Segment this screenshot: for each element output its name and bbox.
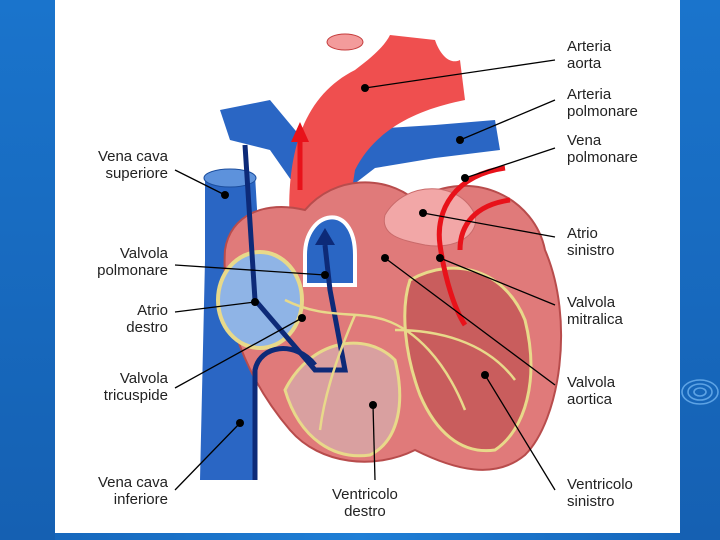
leader-right-atrium: [174, 301, 256, 313]
dot-inferior-vena-cava: [236, 419, 244, 427]
red-flow-arrow-veins-2: [457, 197, 511, 251]
leader-left-ventricle: [484, 374, 556, 491]
leader-tricuspid-valve: [174, 317, 303, 389]
dot-tricuspid-valve: [298, 314, 306, 322]
left-margin-band: [0, 0, 55, 540]
dot-mitral-valve: [436, 254, 444, 262]
blue-flow-arrow: [242, 144, 349, 373]
dot-superior-vena-cava: [221, 191, 229, 199]
leader-pulmonary-valve: [174, 264, 326, 276]
leader-pulmonary-artery: [459, 99, 556, 141]
dot-pulmonary-vein: [461, 174, 469, 182]
left-atrium-chamber: [383, 188, 477, 247]
leader-pulmonary-vein: [464, 147, 556, 179]
right-margin-band: [680, 0, 720, 540]
label-ventricolo-sinistro: Ventricolo sinistro: [567, 476, 633, 510]
pulmonary-valve-shape: [303, 215, 357, 287]
label-valvola-polmonare: Valvola polmonare: [97, 245, 168, 279]
right-atrium-chamber: [216, 250, 304, 350]
diagram-card: Arteria aorta Arteria polmonare Vena pol…: [55, 0, 680, 533]
dot-aortic-valve: [381, 254, 389, 262]
superior-vena-cava-opening: [203, 168, 257, 188]
dot-pulmonary-valve: [321, 271, 329, 279]
conduction-fibers: [284, 298, 516, 431]
leader-aortic-valve: [384, 257, 556, 386]
label-vena-cava-superiore: Vena cava superiore: [97, 148, 168, 182]
leader-inferior-vena-cava: [174, 422, 241, 491]
aorta-top-opening: [326, 33, 364, 51]
dot-pulmonary-artery: [456, 136, 464, 144]
label-vena-polmonare: Vena polmonare: [567, 132, 638, 166]
label-arteria-polmonare: Arteria polmonare: [567, 86, 638, 120]
label-atrio-destro: Atrio destro: [126, 302, 168, 336]
leader-aorta: [364, 59, 556, 89]
leader-left-atrium: [422, 212, 556, 238]
leader-mitral-valve: [439, 257, 556, 306]
label-valvola-tricuspide: Valvola tricuspide: [103, 370, 168, 404]
label-atrio-sinistro: Atrio sinistro: [567, 225, 615, 259]
leader-superior-vena-cava: [174, 169, 226, 196]
heart-diagram: [174, 33, 563, 491]
leader-right-ventricle: [372, 404, 376, 481]
label-valvola-aortica: Valvola aortica: [567, 374, 616, 408]
label-valvola-mitralica: Valvola mitralica: [567, 294, 623, 328]
dot-left-atrium: [419, 209, 427, 217]
label-arteria-aorta: Arteria aorta: [567, 38, 612, 72]
blue-arrowhead: [315, 228, 335, 245]
aorta-vessel: [289, 35, 465, 235]
dot-left-ventricle: [481, 371, 489, 379]
red-flow-arrow-veins: [436, 165, 506, 327]
label-ventricolo-destro: Ventricolo destro: [332, 486, 398, 520]
swirl-icon: [681, 379, 719, 405]
dot-right-ventricle: [369, 401, 377, 409]
label-vena-cava-inferiore: Vena cava inferiore: [97, 474, 168, 508]
blue-flow-lower: [252, 346, 317, 480]
dot-right-atrium: [251, 298, 259, 306]
dot-aorta: [361, 84, 369, 92]
red-arrowhead-aorta: [291, 122, 309, 142]
